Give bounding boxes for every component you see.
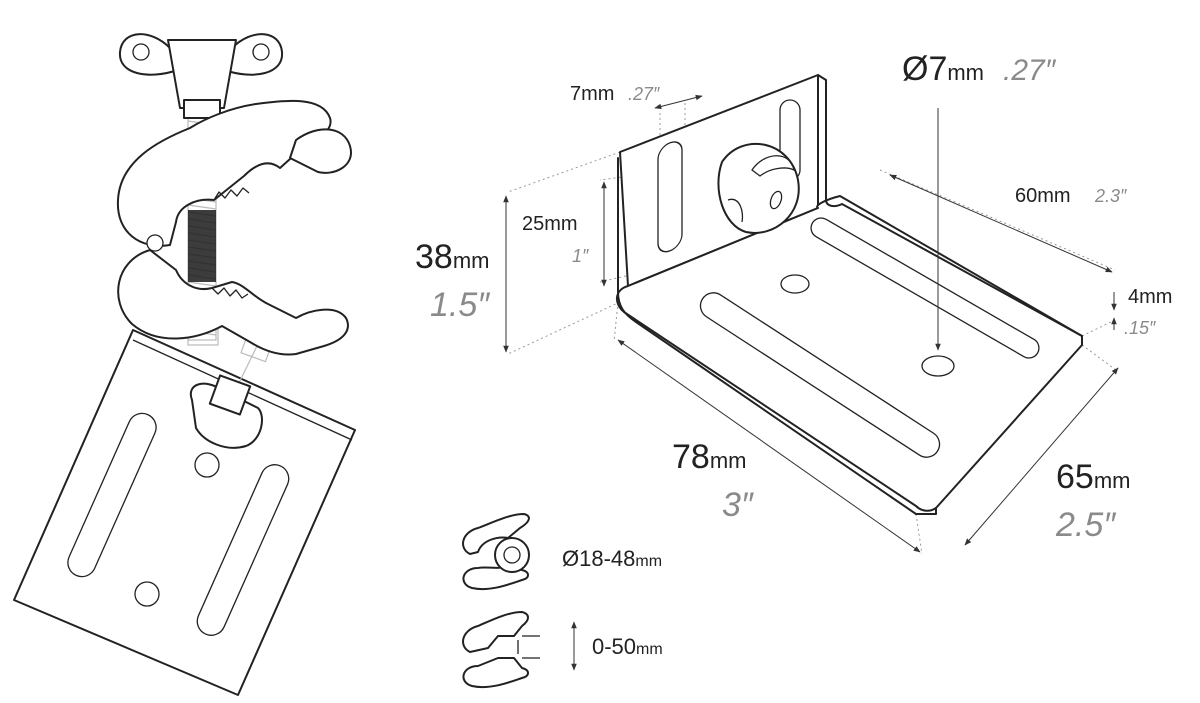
- depth-metric: 65mm: [1056, 458, 1130, 496]
- slot-width-imperial: .27″: [628, 84, 660, 104]
- dimension-labels: 7mm .27″ Ø7mm .27″ 25mm 1″ 38mm 1.5″ 60m…: [415, 50, 1172, 544]
- base-slot-length-metric: 60mm: [1015, 185, 1071, 207]
- slot-width-metric: 7mm: [570, 83, 614, 105]
- clamp-spec-pipe: Ø18-48mm: [462, 513, 662, 590]
- slot-length-metric: 25mm: [522, 213, 578, 235]
- bolt-thread-line: [187, 281, 217, 287]
- pipe-clamp-range: Ø18-48mm: [562, 546, 662, 571]
- clamp-assembly-illustration: [13, 33, 356, 696]
- dimension-lines: [503, 94, 1119, 553]
- pivot-knob: [189, 374, 263, 449]
- length-imperial: 3″: [722, 486, 754, 524]
- wing-nut: [118, 33, 284, 119]
- bolt-thread-line: [187, 204, 217, 210]
- hole-diameter-imperial: .27″: [1003, 54, 1057, 87]
- thickness-imperial: .15″: [1124, 318, 1156, 338]
- flat-clamp-icon: [462, 611, 540, 688]
- length-metric: 78mm: [672, 438, 746, 476]
- mounting-plate: [13, 329, 356, 696]
- base-slot-length-imperial: 2.3″: [1094, 186, 1127, 206]
- slot-length-imperial: 1″: [572, 246, 589, 266]
- flat-clamp-range: 0-50mm: [592, 634, 663, 659]
- height-metric: 38mm: [415, 238, 489, 276]
- clamp-jaws: [116, 99, 352, 356]
- l-bracket-illustration: 7mm .27″ Ø7mm .27″ 25mm 1″ 38mm 1.5″ 60m…: [415, 50, 1172, 555]
- height-imperial: 1.5″: [430, 286, 490, 324]
- clamp-spec-flat: 0-50mm: [462, 611, 663, 688]
- pipe-clamp-icon: [462, 513, 530, 590]
- thickness-metric: 4mm: [1128, 286, 1172, 308]
- hole-diameter-symbol: Ø7mm: [902, 50, 984, 88]
- depth-imperial: 2.5″: [1055, 506, 1116, 544]
